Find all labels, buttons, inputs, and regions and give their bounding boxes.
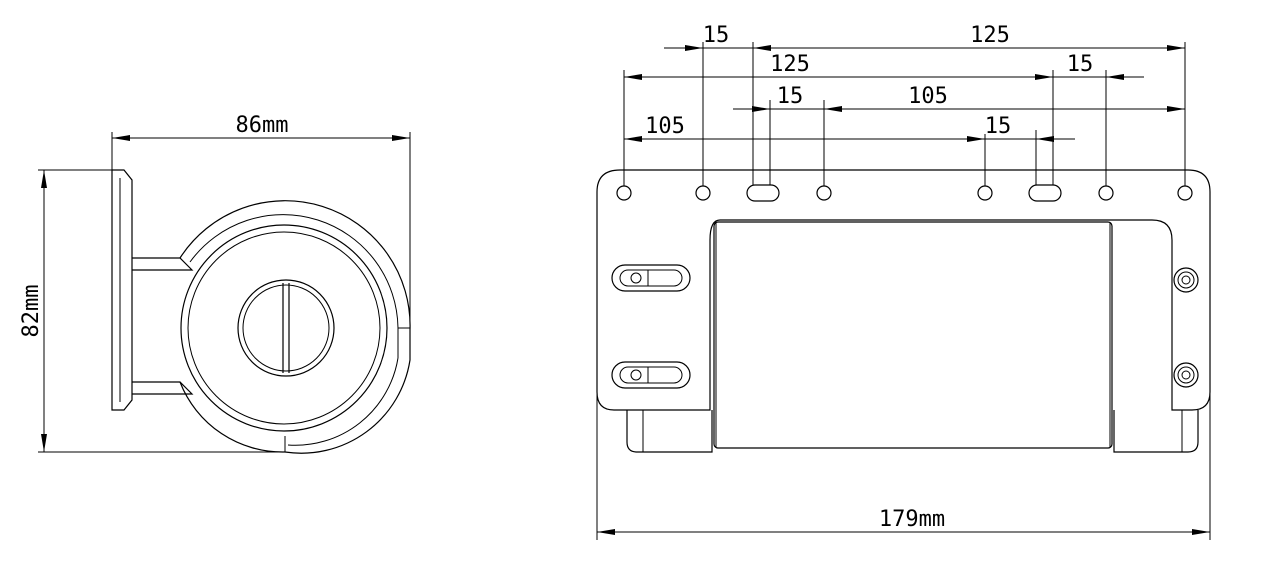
- front-width-dimension: 179mm: [596, 392, 1211, 540]
- side-height-dimension: 82mm: [19, 169, 285, 453]
- dimension-row-2: 125 15: [624, 52, 1144, 80]
- dim-label-15: 15: [777, 84, 804, 109]
- side-lower-arm: [132, 381, 194, 395]
- mount-hole: [1177, 185, 1193, 201]
- side-mounting-plate: [111, 169, 133, 411]
- dim-label-125: 125: [970, 23, 1010, 48]
- dim-label-15: 15: [703, 23, 730, 48]
- side-view: 86mm 82mm: [19, 113, 411, 454]
- dim-label-125: 125: [770, 52, 810, 77]
- dim-label-105: 105: [908, 84, 948, 109]
- side-upper-arm: [132, 257, 194, 271]
- mount-hole: [616, 185, 632, 201]
- side-housing-outer: [179, 200, 411, 454]
- front-right-endcap: [1113, 410, 1199, 453]
- dimension-row-4: 105 15: [624, 114, 1075, 142]
- side-width-dimension: 86mm: [111, 113, 411, 330]
- dim-label-105: 105: [645, 114, 685, 139]
- front-left-slot-upper: [611, 264, 691, 292]
- hole-extension-lines: [623, 42, 1186, 186]
- mount-hole: [1098, 185, 1114, 201]
- front-drum-body: [713, 221, 1113, 449]
- dimension-row-3: 15 105: [733, 84, 1185, 112]
- dim-label-15: 15: [985, 114, 1012, 139]
- side-knob: [237, 279, 335, 377]
- front-width-label: 179mm: [879, 507, 945, 532]
- front-left-endcap: [626, 410, 713, 453]
- mount-slot: [1028, 184, 1062, 202]
- front-top-holes: [616, 184, 1193, 202]
- front-left-slot-lower: [611, 361, 691, 389]
- side-drum: [180, 224, 388, 432]
- front-mounting-plate: [596, 169, 1211, 411]
- side-width-label: 86mm: [236, 113, 289, 138]
- front-view: 15 125 125 15 15 105 105 1: [596, 23, 1211, 540]
- mount-hole: [816, 185, 832, 201]
- mount-hole: [695, 185, 711, 201]
- mount-hole: [977, 185, 993, 201]
- front-right-nut-upper: [1173, 267, 1199, 293]
- side-height-label: 82mm: [19, 285, 44, 338]
- dim-label-15: 15: [1067, 52, 1094, 77]
- front-right-nut-lower: [1173, 362, 1199, 388]
- dimension-row-1: 15 125: [664, 23, 1185, 51]
- mount-slot: [746, 184, 780, 202]
